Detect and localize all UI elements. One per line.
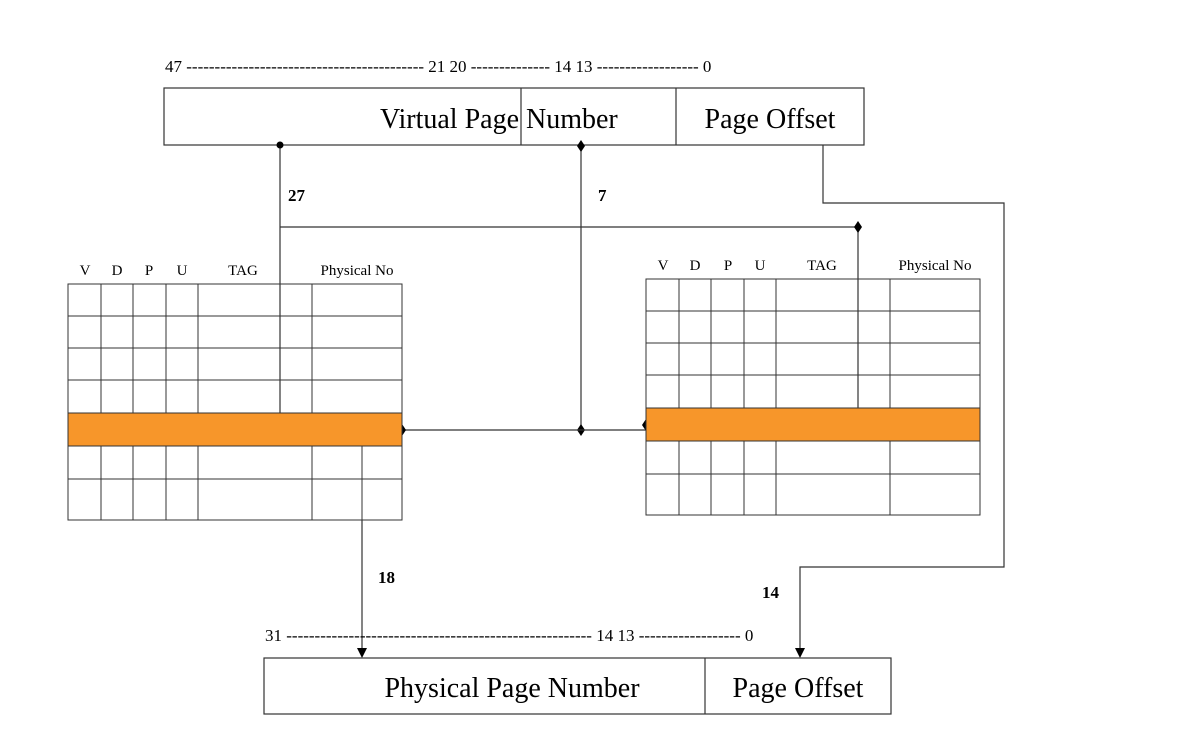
virtual-bit-ruler: 47 -------------------------------------… xyxy=(165,57,711,76)
left-col-d: D xyxy=(112,263,123,279)
right-col-d: D xyxy=(690,258,701,274)
left-table-border xyxy=(67,283,403,521)
ppn-arrow-head xyxy=(357,648,367,658)
right-col-v: V xyxy=(658,258,669,274)
tag-right-diamond xyxy=(854,221,862,233)
right-tlb-table: V D P U TAG Physical No xyxy=(645,258,981,516)
virtual-page-offset-label: Page Offset xyxy=(705,104,836,135)
left-col-v: V xyxy=(80,263,91,279)
right-table-border xyxy=(645,278,981,516)
physical-page-number-label: Physical Page Number xyxy=(384,673,640,704)
ppn-width-label: 18 xyxy=(378,568,395,587)
left-col-tag: TAG xyxy=(228,263,258,279)
left-col-physical-no: Physical No xyxy=(321,263,394,279)
left-highlighted-row xyxy=(67,412,403,447)
right-col-p: P xyxy=(724,258,732,274)
offset-arrow-head xyxy=(795,648,805,658)
offset-line xyxy=(799,145,1005,650)
physical-address-box xyxy=(263,657,892,715)
index-width-label: 7 xyxy=(598,186,607,205)
virtual-number-label: Number xyxy=(526,104,618,135)
right-col-tag: TAG xyxy=(807,258,837,274)
index-diamond-top xyxy=(577,140,585,152)
left-tlb-table: V D P U TAG Physical No xyxy=(67,263,403,521)
left-col-p: P xyxy=(145,263,153,279)
tag-junction-dot xyxy=(276,141,284,149)
physical-bit-ruler: 31 -------------------------------------… xyxy=(265,626,753,645)
right-col-physical-no: Physical No xyxy=(899,258,972,274)
left-col-u: U xyxy=(177,263,188,279)
physical-page-offset-label: Page Offset xyxy=(733,673,864,704)
virtual-address-box xyxy=(163,87,865,146)
virtual-page-label: Virtual Page xyxy=(380,104,519,135)
offset-width-label: 14 xyxy=(762,583,780,602)
right-highlighted-row xyxy=(645,407,981,442)
right-col-u: U xyxy=(755,258,766,274)
tag-width-label: 27 xyxy=(288,186,306,205)
